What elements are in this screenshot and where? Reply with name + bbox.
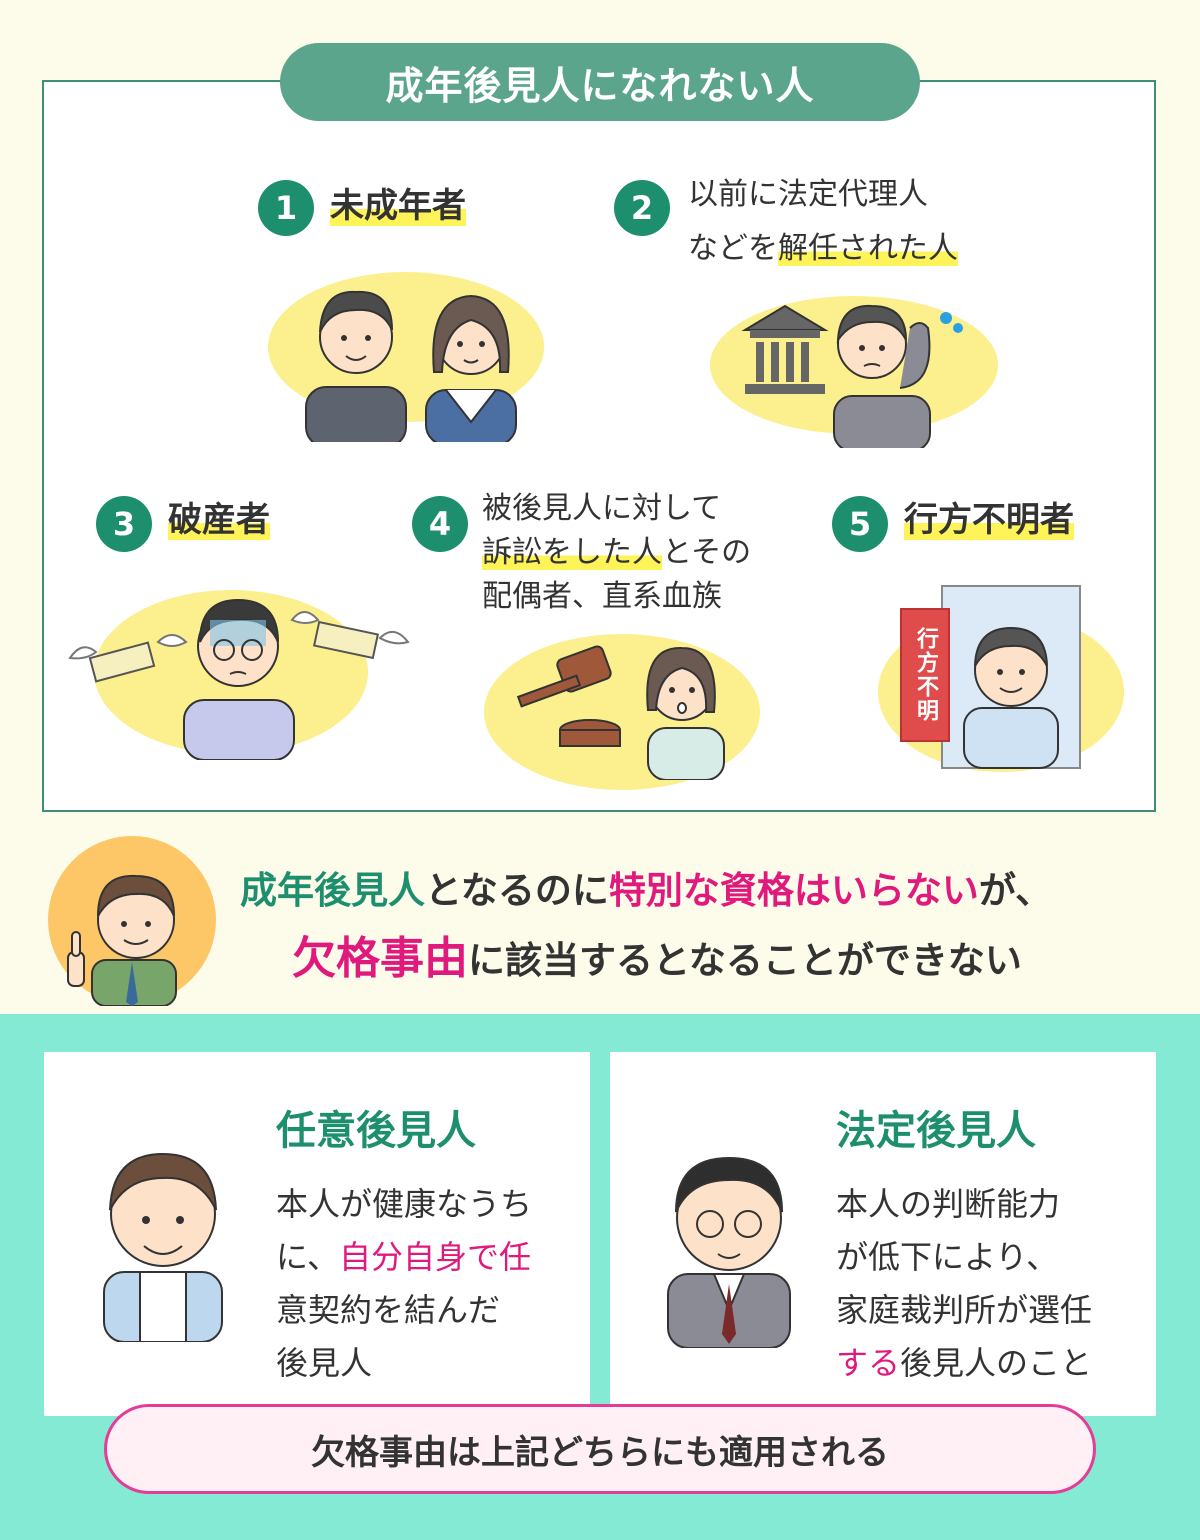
item-3-number: 3 <box>96 496 152 552</box>
statutory-guardian-text-2: が低下により、 <box>836 1238 1059 1276</box>
voluntary-guardian-title: 任意後見人 <box>276 1108 476 1154</box>
message-line1: 成年後見人となるのに特別な資格はいらないが、 <box>240 869 1053 912</box>
item-4-number: 4 <box>412 496 468 552</box>
dismissed-person-illustration <box>741 304 963 448</box>
item-3-label: 破産者 <box>168 500 270 540</box>
item-4-line1: 被後見人に対して <box>482 491 722 526</box>
advisor-avatar <box>48 836 216 1006</box>
voluntary-guardian-text-1: 本人が健康なうち <box>276 1185 533 1223</box>
statutory-guardian-text-3: 家庭裁判所が選任 <box>836 1291 1093 1329</box>
voluntary-guardian-illustration <box>103 1152 223 1342</box>
item-2-number: 2 <box>614 180 670 236</box>
statutory-guardian-illustration <box>667 1156 791 1348</box>
voluntary-guardian-text-2: に、自分自身で任 <box>276 1238 532 1276</box>
message-line2: 欠格事由に該当するとなることができない <box>292 933 1022 984</box>
item-5-label: 行方不明者 <box>904 500 1074 540</box>
statutory-guardian-text-1: 本人の判断能力 <box>836 1185 1061 1223</box>
voluntary-guardian-text-4: 後見人 <box>276 1344 373 1382</box>
minors-illustration <box>305 290 517 442</box>
missing-photo-illustration <box>941 585 1081 769</box>
page-title: 成年後見人になれない人 <box>280 43 920 121</box>
lawsuit-illustration <box>516 645 725 780</box>
item-1-label: 未成年者 <box>330 186 466 226</box>
item-2-line2: などを解任された人 <box>688 231 958 266</box>
statutory-guardian-title: 法定後見人 <box>836 1108 1036 1154</box>
item-4-line3: 配偶者、直系血族 <box>482 579 722 614</box>
bankrupt-illustration <box>68 598 410 760</box>
missing-tag: 行方不明 <box>900 608 950 742</box>
item-5-number: 5 <box>832 496 888 552</box>
item-2-line1: 以前に法定代理人 <box>688 177 928 212</box>
statutory-guardian-text-4: する後見人のこと <box>836 1344 1093 1382</box>
item-4-line2: 訴訟をした人とその <box>482 535 752 570</box>
item-1-number: 1 <box>258 180 314 236</box>
footer-note: 欠格事由は上記どちらにも適用される <box>104 1404 1096 1494</box>
voluntary-guardian-text-3: 意契約を結んだ <box>276 1291 501 1329</box>
